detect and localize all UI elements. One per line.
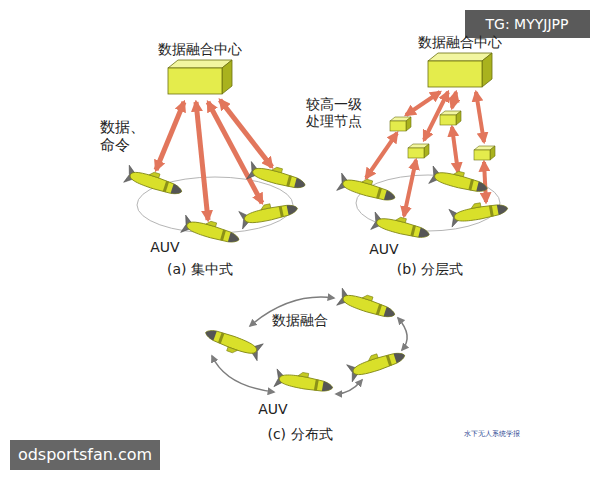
processing-node [474, 146, 495, 160]
auv-vehicle [181, 214, 242, 248]
callout-text: 数据、命令 [100, 118, 148, 154]
link-arrow [196, 102, 208, 220]
link-arrow [404, 160, 416, 216]
node-title: 数据融合中心 [150, 40, 250, 58]
link-arrow [476, 92, 484, 142]
fusion-center: 数据融合中心 [150, 40, 250, 98]
watermark: odsportsfan.com [18, 445, 152, 464]
link-arrow [452, 127, 458, 172]
auv-vehicle [429, 165, 490, 197]
data-command-arrows [156, 100, 272, 220]
peer-arrow [398, 318, 407, 350]
auv-vehicle [346, 346, 407, 382]
auv-vehicle [337, 172, 398, 206]
callout-text: 较高一级处理节点 [306, 96, 366, 130]
source-note: 水下无人系统学报 [464, 430, 520, 438]
auv-vehicle [124, 164, 185, 200]
auv-label: AUV [258, 401, 287, 418]
link-arrow [366, 133, 397, 178]
fusion-center-box [150, 58, 250, 98]
auv-vehicle [247, 161, 308, 194]
link-arrow [452, 92, 456, 108]
auv-vehicle [274, 368, 334, 397]
fusion-center-box [410, 51, 510, 91]
processing-node [408, 144, 429, 158]
processing-node [390, 117, 411, 131]
auv-vehicle [337, 287, 398, 323]
processing-node [440, 111, 461, 125]
subfigure-caption: (c) 分布式 [267, 426, 332, 443]
auv-vehicle [449, 198, 509, 227]
auv-vehicle [371, 211, 432, 243]
link-arrow [220, 100, 272, 167]
subfigure-caption: (a) 集中式 [167, 261, 233, 278]
subfigure-caption: (b) 分层式 [397, 261, 463, 278]
auv-label: AUV [150, 239, 179, 256]
peer-arrow [336, 380, 362, 394]
link-arrow [406, 92, 440, 115]
auv-vehicle [202, 324, 263, 362]
auv-label: AUV [369, 241, 398, 258]
auv-vehicle [239, 198, 300, 229]
fusion-center: 数据融合中心 [410, 33, 510, 91]
link-arrow [484, 162, 486, 202]
loop-label: 数据融合 [272, 312, 328, 329]
node-title: 数据融合中心 [410, 33, 510, 51]
watermark: TG: MYYJJPP [486, 16, 569, 33]
link-arrow [156, 102, 184, 170]
peer-arrow [212, 356, 274, 392]
